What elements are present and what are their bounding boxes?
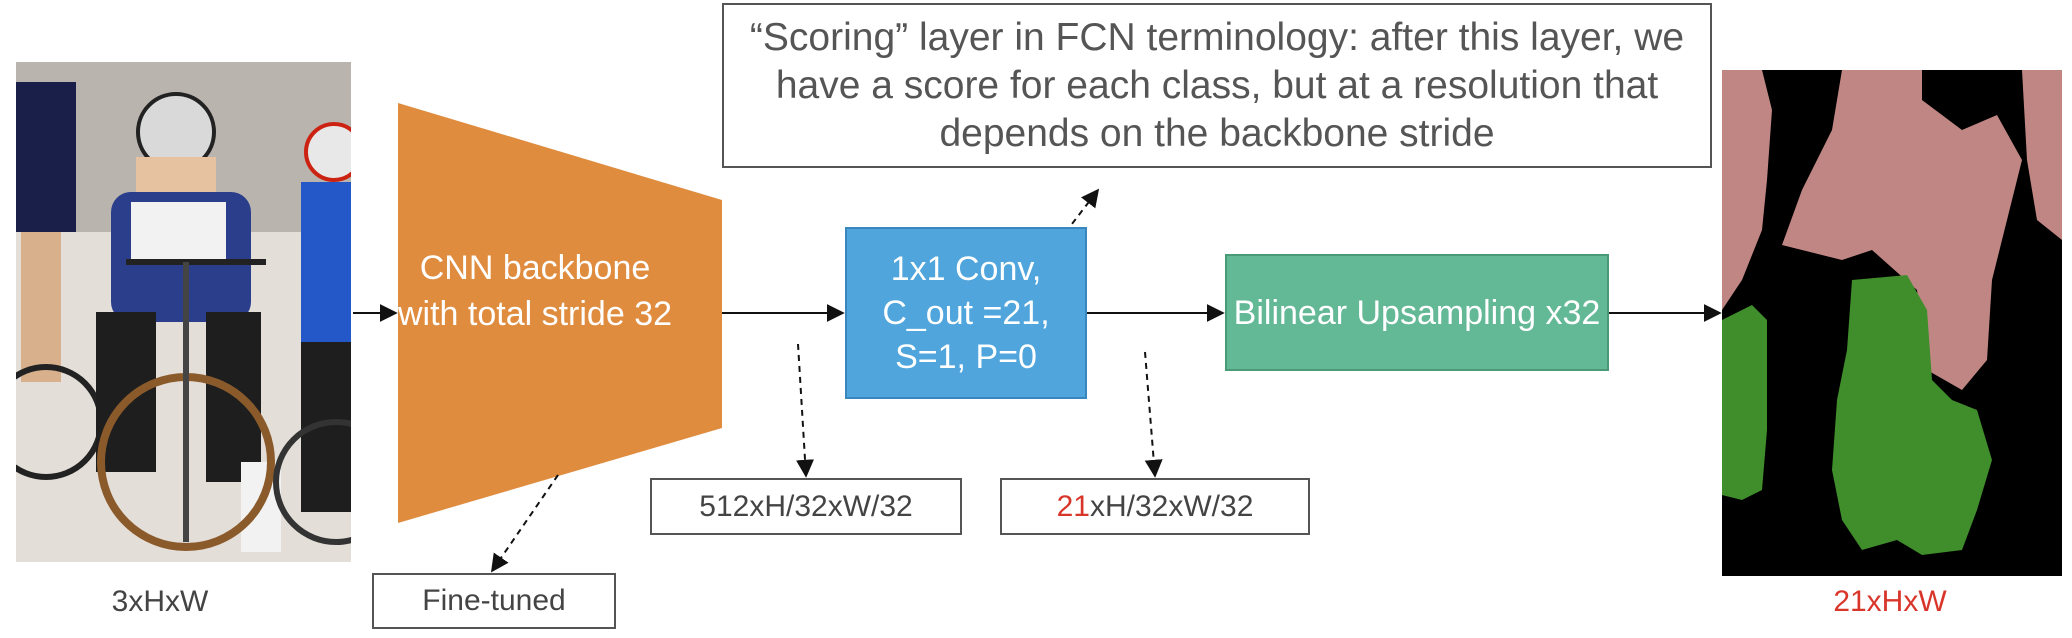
bilinear-upsampling-block: Bilinear Upsampling x32 xyxy=(1225,254,1609,371)
scoring-layer-note: “Scoring” layer in FCN terminology: afte… xyxy=(722,3,1712,168)
backbone-label: CNN backbone with total stride 32 xyxy=(397,249,673,333)
conv-1x1-block: 1x1 Conv, C_out =21, S=1, P=0 xyxy=(845,227,1087,399)
seg-bicycle-left xyxy=(1722,305,1767,500)
seg-person-right xyxy=(2022,70,2062,240)
backbone-output-shape: 512xH/32xW/32 xyxy=(650,478,962,535)
seg-person-center xyxy=(1782,70,2022,390)
input-image xyxy=(16,62,351,562)
backbone-trapezoid xyxy=(398,103,722,523)
pointer-to-21-shape xyxy=(1144,351,1163,478)
seg-bicycle-center xyxy=(1832,275,1992,555)
finetuned-note: Fine-tuned xyxy=(372,573,616,629)
input-dim-label: 3xHxW xyxy=(111,585,209,618)
seg-person-left xyxy=(1722,70,1772,310)
spatial-dims: xH/32xW/32 xyxy=(1089,489,1254,523)
class-count: 21 xyxy=(1056,489,1090,523)
output-dim-label: 21xHxW xyxy=(1833,585,1947,618)
segmentation-output-image xyxy=(1722,70,2062,576)
pointer-to-512-shape xyxy=(796,343,815,478)
pointer-to-finetuned xyxy=(490,474,559,573)
